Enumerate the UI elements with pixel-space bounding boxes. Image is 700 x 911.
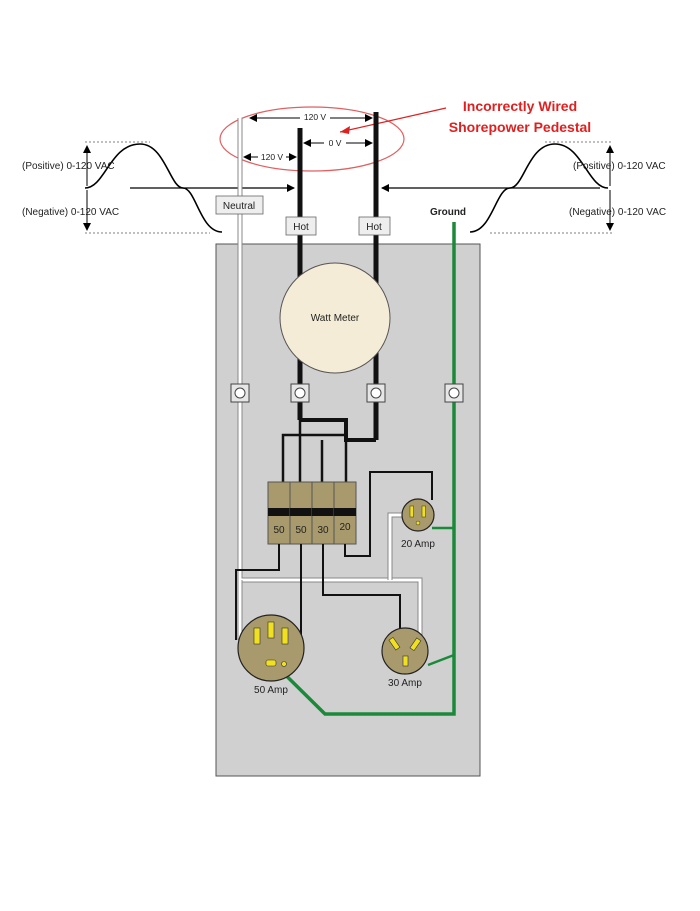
- watt-meter: [279, 262, 391, 374]
- watt-meter-label: Watt Meter: [311, 313, 360, 324]
- right-positive-label: (Positive) 0-120 VAC: [573, 161, 666, 172]
- receptacle-20a-label: 20 Amp: [401, 539, 435, 550]
- title-line1: Incorrectly Wired: [463, 98, 577, 114]
- title-pointer-arrow: [339, 107, 447, 133]
- left-positive-label: (Positive) 0-120 VAC: [22, 161, 115, 172]
- highlight-ellipse: [219, 106, 405, 172]
- receptacle-50a: [237, 614, 305, 682]
- receptacle-30a: [381, 627, 429, 675]
- breaker-20a: 20: [333, 481, 357, 545]
- hot-tag-left: [285, 216, 317, 236]
- voltage-label-left: 120 V: [261, 152, 284, 162]
- right-sine-wave: [469, 143, 609, 233]
- voltage-label-top: 120 V: [304, 112, 327, 122]
- ground-label: Ground: [430, 207, 466, 218]
- hot-label-left: Hot: [293, 222, 309, 233]
- right-negative-label: (Negative) 0-120 VAC: [569, 207, 666, 218]
- voltage-label-hots: 0 V: [329, 138, 342, 148]
- breaker-bus: [281, 433, 346, 485]
- hot-tag-right: [358, 216, 391, 236]
- hot-label-right: Hot: [366, 222, 382, 233]
- breaker-30a: 30: [311, 481, 335, 545]
- left-sine-wave: [84, 143, 223, 233]
- breaker-50a-1: 50: [267, 481, 291, 545]
- receptacle-20a: [401, 498, 435, 532]
- neutral-tag: [215, 195, 264, 215]
- breaker-label-1: 50: [273, 525, 285, 536]
- breaker-50a-2: 50: [289, 481, 313, 545]
- title-line2: Shorepower Pedestal: [449, 119, 591, 135]
- terminal-lugs: [230, 383, 464, 403]
- breaker-label-2: 50: [295, 525, 307, 536]
- neutral-label: Neutral: [223, 201, 255, 212]
- receptacle-30a-label: 30 Amp: [388, 678, 422, 689]
- left-negative-label: (Negative) 0-120 VAC: [22, 207, 119, 218]
- breaker-label-3: 30: [317, 525, 329, 536]
- receptacle-50a-label: 50 Amp: [254, 685, 288, 696]
- breaker-label-4: 20: [339, 522, 351, 533]
